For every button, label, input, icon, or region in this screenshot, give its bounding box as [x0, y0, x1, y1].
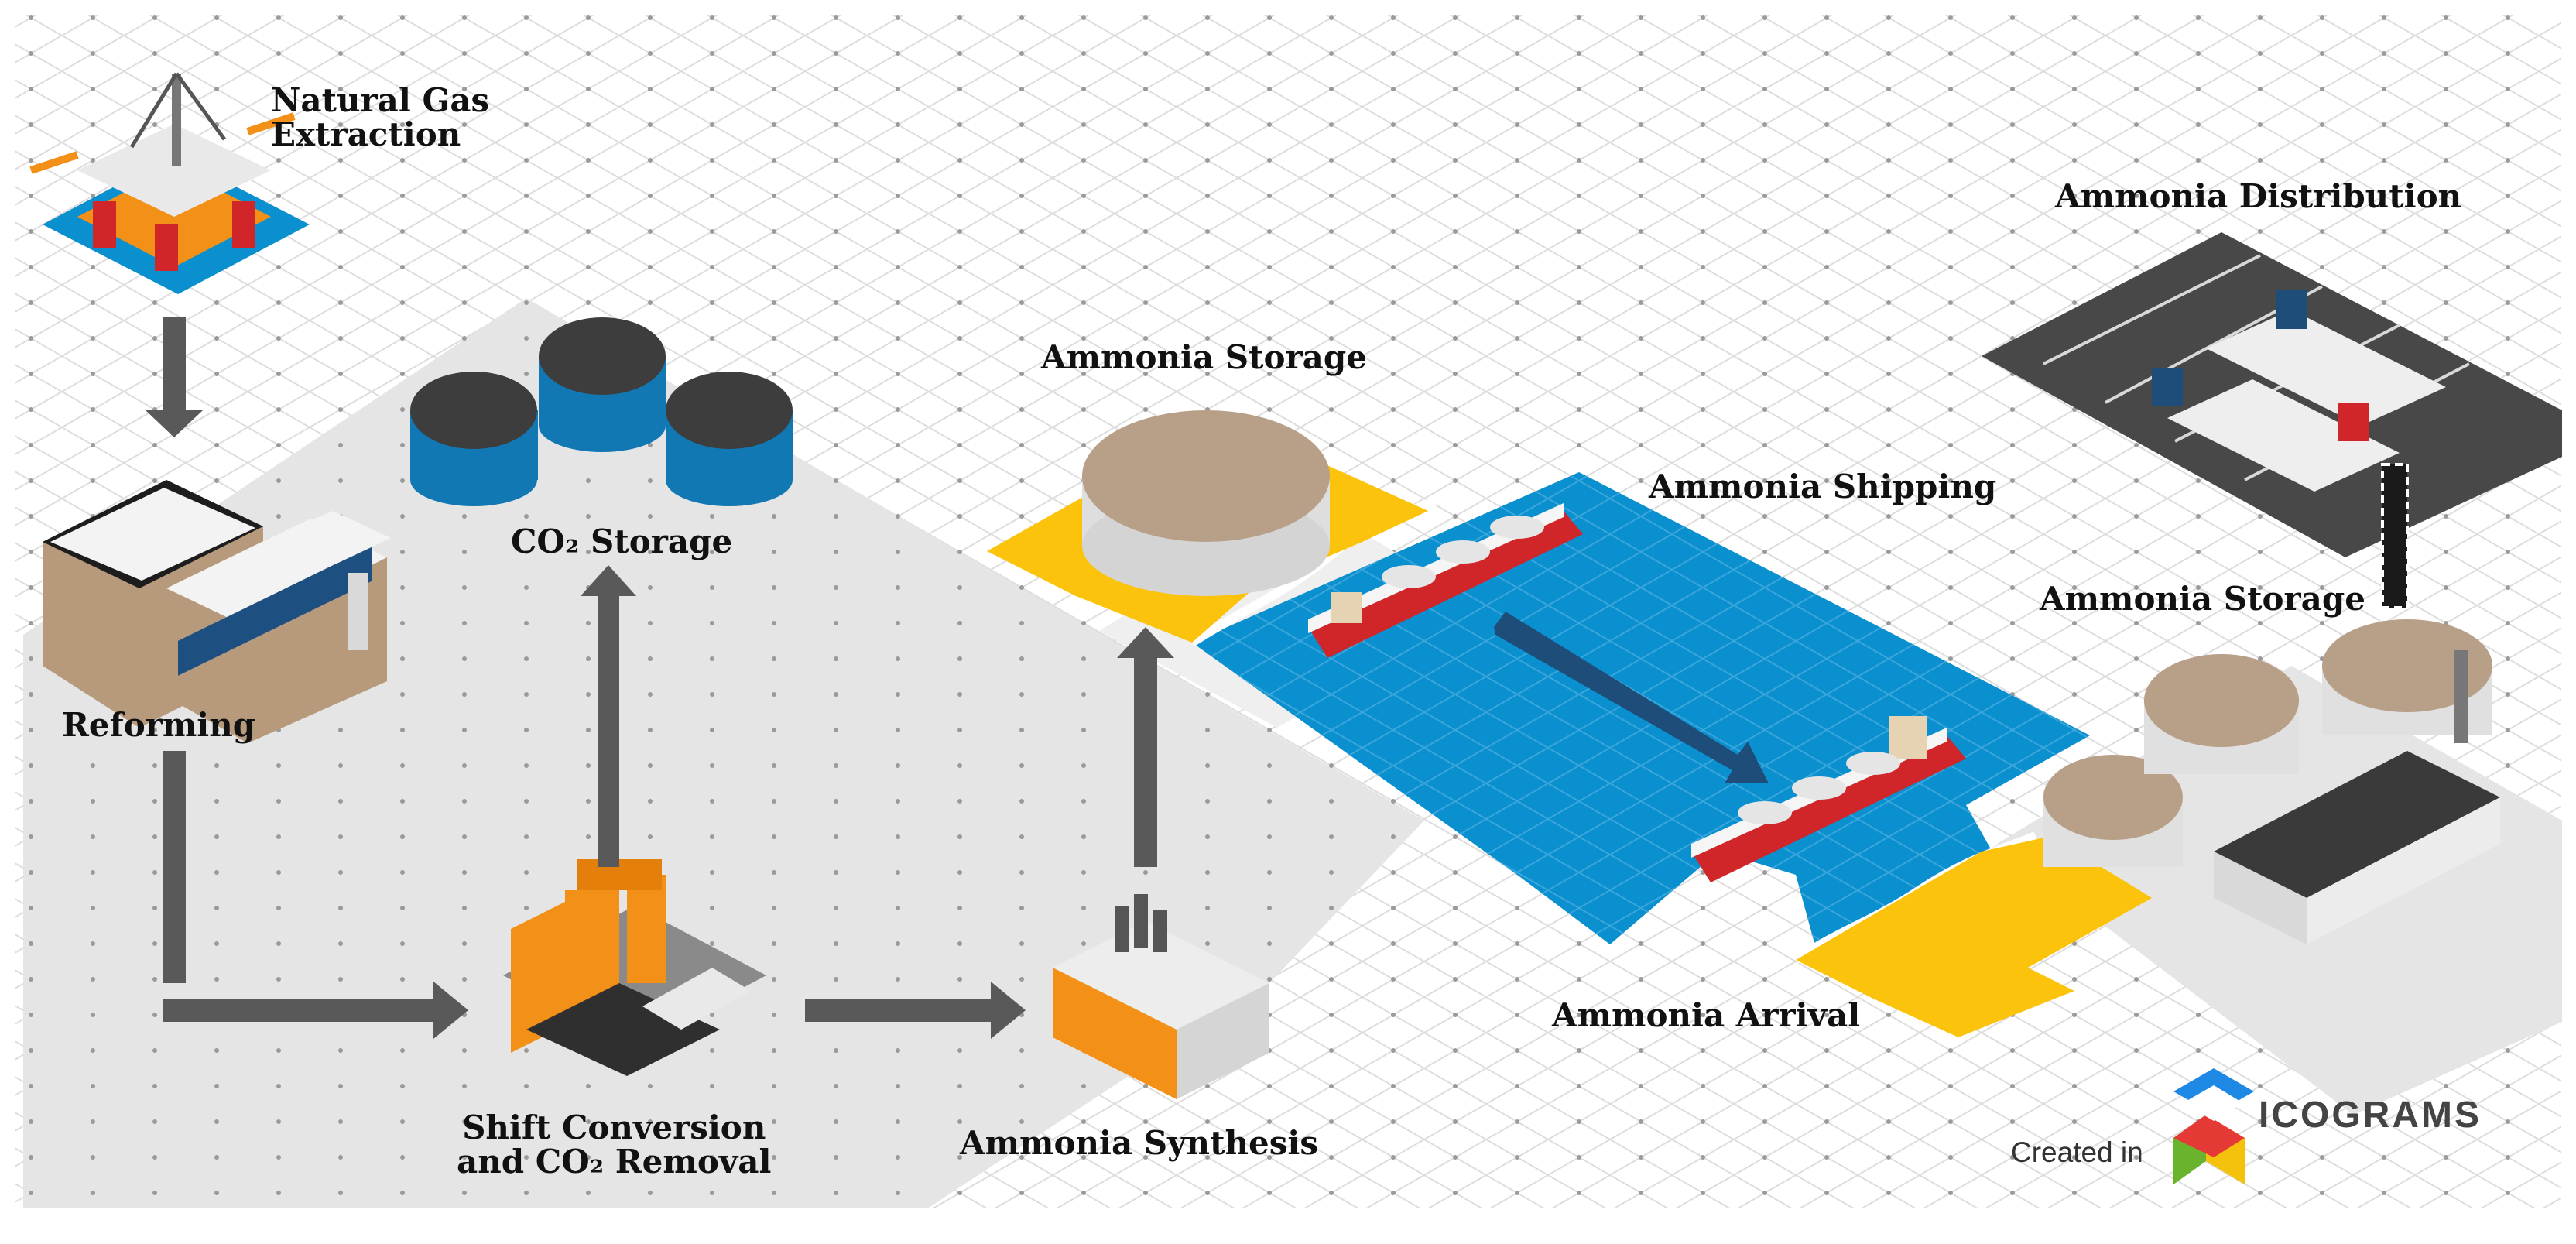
label-shift-line2: and CO₂ Removal	[457, 1143, 772, 1181]
warehouse-building-icon	[2214, 650, 2500, 944]
pipeline-connector-icon	[2381, 463, 2409, 609]
icograms-logo-icon	[2174, 1068, 2254, 1184]
branding-name: ICOGRAMS	[2259, 1095, 2482, 1136]
co2-storage-tanks-icon	[410, 317, 793, 506]
arrow-synthesis-to-storage	[1117, 627, 1174, 867]
label-co2-storage: CO₂ Storage	[511, 523, 733, 560]
label-natural-gas-extraction: Natural Gas Extraction	[271, 84, 489, 152]
label-ammonia-synthesis: Ammonia Synthesis	[960, 1124, 1318, 1162]
offshore-platform-icon	[29, 72, 310, 294]
arrow-shift-to-co2-storage	[581, 565, 636, 867]
arrow-reforming-to-shift	[163, 982, 468, 1039]
label-ammonia-storage-import: Ammonia Storage	[2040, 580, 2365, 618]
label-reforming: Reforming	[62, 706, 256, 744]
arrow-extraction-to-reforming	[146, 317, 203, 437]
label-shift-line1: Shift Conversion	[462, 1109, 766, 1146]
arrival-sand	[1796, 836, 2152, 1037]
ammonia-storage-tanks-import-icon	[2043, 619, 2492, 867]
reforming-building-icon	[43, 480, 391, 743]
arrow-shift-to-synthesis	[805, 982, 1026, 1039]
flow-arrows	[146, 317, 1174, 1039]
label-ammonia-distribution: Ammonia Distribution	[2055, 177, 2462, 215]
shipping-direction-arrow	[1494, 612, 1769, 783]
label-shift-conversion: Shift Conversion and CO₂ Removal	[457, 1111, 771, 1179]
tanker-ship-arriving-icon	[1691, 716, 1966, 882]
branding-created-in: Created in	[2011, 1136, 2143, 1168]
label-natural-gas-line2: Extraction	[271, 115, 461, 153]
tanker-trucks-icon	[2152, 290, 2446, 492]
ammonia-synthesis-plant-icon	[1053, 894, 1269, 1099]
label-ammonia-shipping: Ammonia Shipping	[1649, 468, 1997, 505]
tanker-ship-departing-icon	[1308, 503, 1583, 658]
label-ammonia-storage-export: Ammonia Storage	[1041, 338, 1367, 376]
ammonia-storage-tank-export-icon	[1082, 410, 1330, 596]
label-ammonia-arrival: Ammonia Arrival	[1552, 996, 1861, 1034]
shift-conversion-plant-icon	[503, 859, 766, 1076]
arrow-reforming-down	[163, 751, 186, 983]
label-natural-gas-line1: Natural Gas	[271, 81, 490, 119]
